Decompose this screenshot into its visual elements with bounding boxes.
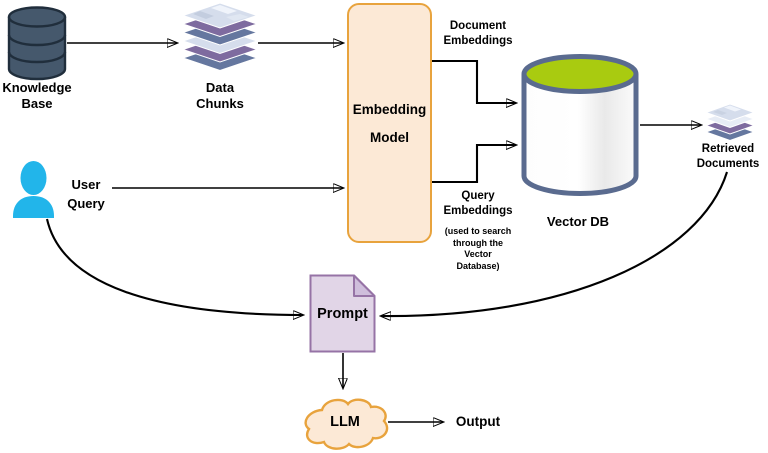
llm-cloud-icon xyxy=(304,398,389,450)
vector-db-icon xyxy=(521,54,639,196)
query-embeddings-label: Query Embeddings xyxy=(443,190,513,217)
retrieved-documents-label: Retrieved Documents xyxy=(696,143,760,170)
connector-embedding-to-vectordb-doc xyxy=(432,59,516,103)
knowledge-base-label: Knowledge Base xyxy=(2,80,72,111)
connector-user-to-prompt xyxy=(45,218,303,315)
retrieved-documents-icon xyxy=(704,104,756,142)
connector-embedding-to-vectordb-query xyxy=(432,145,516,184)
output-label: Output xyxy=(455,414,501,429)
user-icon xyxy=(13,161,54,218)
vector-db-label: Vector DB xyxy=(546,214,610,229)
embedding-model-label-line1: Embedding xyxy=(352,101,427,117)
embedding-model-node: Embedding Model xyxy=(347,3,432,243)
llm-label: LLM xyxy=(330,414,360,430)
knowledge-base-icon xyxy=(7,6,67,81)
prompt-icon xyxy=(309,274,376,353)
query-embeddings-note: (used to search through the Vector Datab… xyxy=(444,226,512,271)
data-chunks-label: Data Chunks xyxy=(196,80,244,111)
data-chunks-icon xyxy=(181,3,259,72)
document-embeddings-label: Document Embeddings xyxy=(443,20,513,47)
prompt-label: Prompt xyxy=(317,305,368,322)
connector-retrieved-to-prompt xyxy=(381,171,729,316)
user-query-label: User Query xyxy=(67,177,105,211)
embedding-model-label-line2: Model xyxy=(370,129,409,145)
